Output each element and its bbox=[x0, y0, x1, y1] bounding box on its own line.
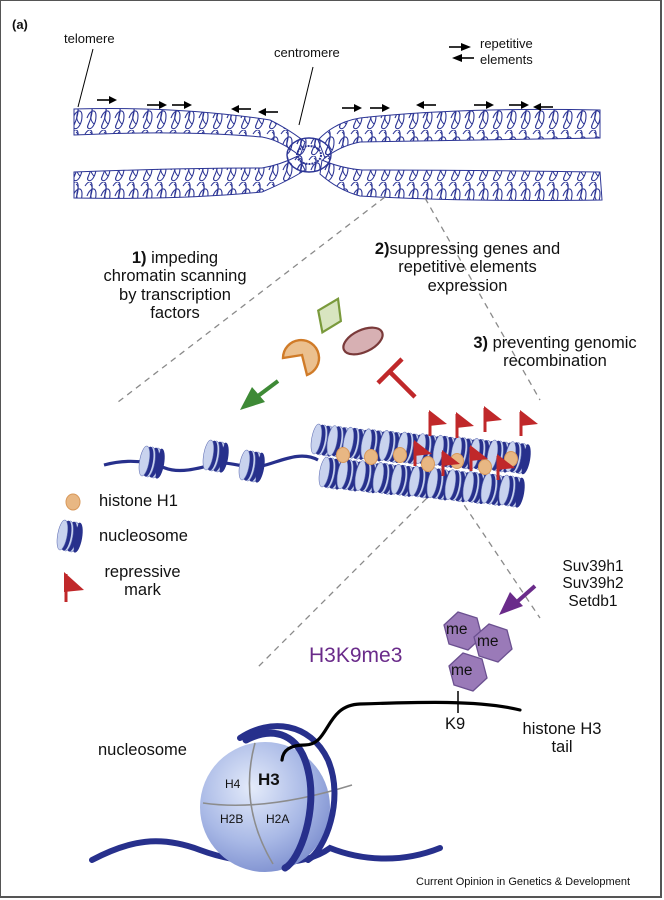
repetitive-element-arrow-left bbox=[416, 101, 436, 109]
tf-pacman bbox=[281, 338, 321, 377]
me-hexagon-3 bbox=[448, 652, 488, 692]
repetitive-element-arrow-right bbox=[172, 101, 192, 109]
transcription-factors bbox=[240, 296, 417, 410]
chromatin-fiber bbox=[103, 406, 538, 508]
histone-octamer bbox=[200, 742, 330, 872]
methyl-hexagons bbox=[443, 611, 513, 692]
dna-wrap-front bbox=[242, 729, 315, 872]
repressive-mark bbox=[428, 410, 447, 436]
open-nucleosome bbox=[202, 439, 229, 473]
enzyme-arrow bbox=[499, 584, 537, 615]
tf-oval bbox=[342, 326, 384, 356]
repressive-mark bbox=[519, 410, 538, 436]
function-1: 1) impeding chromatin scanning by transc… bbox=[103, 249, 247, 323]
repetitive-element-arrow-left bbox=[231, 105, 251, 113]
journal-credit: Current Opinion in Genetics & Developmen… bbox=[416, 876, 630, 888]
centromere-knot bbox=[286, 137, 332, 173]
histone-h3-tail bbox=[280, 700, 522, 762]
chromatid-top-left bbox=[73, 107, 306, 157]
open-nucleosome bbox=[238, 449, 265, 483]
fiber-nucleosome bbox=[444, 469, 471, 503]
centromere-label: centromere bbox=[274, 45, 340, 60]
telomere-label: telomere bbox=[64, 31, 115, 46]
legend-nucleosome-label: nucleosome bbox=[99, 527, 188, 545]
fiber-nucleosome bbox=[498, 474, 525, 508]
repressive-mark bbox=[413, 440, 432, 466]
repressive-mark bbox=[496, 454, 515, 480]
function-2-number: 2) bbox=[374, 240, 390, 258]
h3k9me3-label: H3K9me3 bbox=[309, 644, 403, 667]
histone-h1 bbox=[478, 459, 492, 475]
legend-repressive-mark-label: repressive mark bbox=[104, 563, 181, 600]
histone-h1 bbox=[393, 447, 407, 463]
histone-h2a-label: H2A bbox=[266, 812, 290, 826]
legend-histone-h1-label: histone H1 bbox=[99, 492, 178, 510]
legend-histone-h1-icon bbox=[65, 493, 81, 511]
repetitive-element-arrows bbox=[97, 96, 553, 116]
chromatid-bottom-left bbox=[73, 155, 306, 199]
chromosome bbox=[73, 107, 603, 201]
nucleosome-detail bbox=[89, 700, 522, 872]
legend-nucleosome-icon bbox=[56, 519, 83, 553]
repetitive-legend-line2: elements bbox=[480, 52, 533, 67]
centromere-pointer bbox=[298, 66, 314, 126]
tf-diamond bbox=[316, 296, 343, 335]
me-label-1: me bbox=[446, 621, 468, 638]
chromatid-bottom-right bbox=[319, 159, 603, 201]
legend-repressive-mark-icon bbox=[64, 572, 84, 602]
repetitive-element-arrow-right bbox=[97, 96, 117, 104]
repetitive-element-arrow-right bbox=[370, 104, 390, 112]
repetitive-element-arrow-right bbox=[474, 101, 494, 109]
function-1-number: 1) bbox=[131, 249, 147, 267]
repetitive-element-arrow-right bbox=[147, 101, 167, 109]
k9-label: K9 bbox=[445, 715, 466, 733]
function-3: 3) preventing genomic recombination bbox=[473, 334, 637, 371]
enzyme-setdb1: Setdb1 bbox=[568, 592, 618, 610]
me-hexagon-1 bbox=[443, 611, 483, 651]
tf-arrow bbox=[240, 379, 280, 410]
repetitive-element-arrow-right bbox=[342, 104, 362, 112]
panel-label: (a) bbox=[12, 17, 28, 32]
histone-h3-tail-label: histone H3 tail bbox=[522, 720, 602, 757]
histone-h1 bbox=[421, 456, 435, 472]
legend-nucleosome-glyph bbox=[56, 519, 83, 553]
repetitive-element-arrow-left bbox=[533, 103, 553, 111]
repetitive-legend-line1: repetitive bbox=[480, 36, 533, 51]
enzyme-suv39h2: Suv39h2 bbox=[562, 575, 624, 593]
nucleosome-detail-label: nucleosome bbox=[98, 741, 187, 759]
repressive-mark bbox=[441, 450, 460, 476]
telomere-pointer bbox=[77, 48, 94, 108]
chromatid-top-right bbox=[317, 108, 601, 159]
me-label-2: me bbox=[477, 633, 499, 650]
histone-h2b-label: H2B bbox=[220, 812, 244, 826]
me-hexagon-2 bbox=[473, 623, 513, 663]
histone-h1 bbox=[364, 449, 378, 465]
repressive-mark bbox=[483, 406, 502, 432]
histone-h4-label: H4 bbox=[225, 777, 241, 791]
function-3-number: 3) bbox=[473, 334, 489, 352]
enzyme-list: Suv39h1 Suv39h2 Setdb1 bbox=[548, 558, 638, 610]
me-label-3: me bbox=[451, 662, 473, 679]
repetitive-legend-arrows bbox=[449, 43, 474, 62]
repressive-mark bbox=[455, 412, 474, 438]
inhibition-symbol bbox=[376, 357, 417, 399]
histone-h1 bbox=[336, 447, 350, 463]
zoom-lines bbox=[117, 196, 541, 668]
open-nucleosome bbox=[138, 445, 165, 479]
repressive-mark bbox=[469, 445, 488, 471]
enzyme-suv39h1: Suv39h1 bbox=[562, 558, 624, 575]
histone-h3-label: H3 bbox=[258, 770, 280, 789]
repetitive-element-arrow-right bbox=[509, 101, 529, 109]
repetitive-element-arrow-left bbox=[258, 108, 278, 116]
function-2: 2)suppressing genes and repetitive eleme… bbox=[374, 240, 561, 295]
